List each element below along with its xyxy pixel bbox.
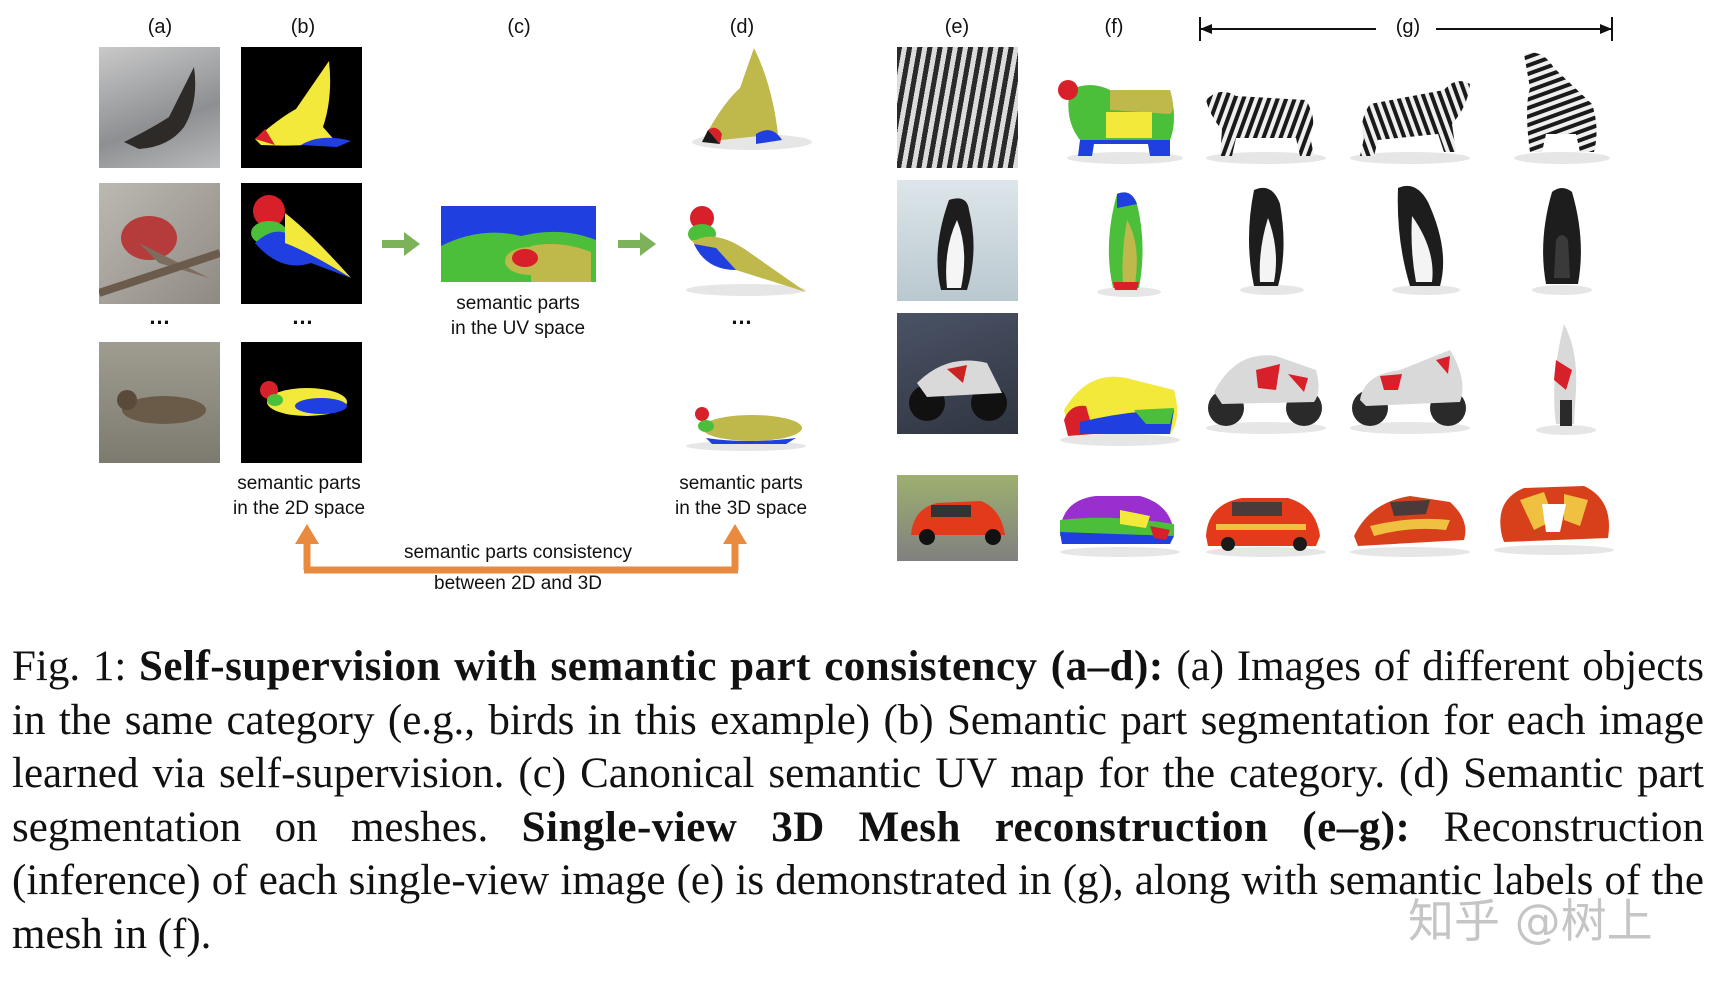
reconstruction-motorbike-2 — [1350, 350, 1470, 434]
panel-label-a: (a) — [147, 16, 173, 38]
reconstruction-motorbike-1 — [1206, 355, 1326, 434]
motorbike-photo — [897, 313, 1018, 434]
bird-photo-1 — [99, 47, 220, 168]
mesh-3d-bird-2 — [686, 206, 806, 296]
mesh-3d-bird-3 — [686, 407, 806, 451]
reconstruction-penguin-1 — [1240, 187, 1304, 295]
bird-photo-3 — [99, 342, 220, 463]
reconstruction-car-2 — [1350, 496, 1470, 557]
mesh-semantic-penguin — [1097, 192, 1161, 297]
mesh-semantic-car — [1060, 496, 1180, 557]
uv-caption-line1: semantic parts — [456, 293, 580, 314]
panel-label-d: (d) — [729, 16, 755, 38]
arrow-right-icon — [618, 232, 656, 256]
ellipsis-b: … — [291, 304, 315, 329]
seg2d-caption-line2: in the 2D space — [232, 498, 366, 519]
consistency-caption-line1: semantic parts consistency — [403, 542, 633, 563]
panel-label-g: (g) — [1395, 16, 1421, 38]
ellipsis-d: … — [730, 304, 754, 329]
caption-bold-1: Self-supervision with semantic part cons… — [139, 643, 1164, 690]
zebra-photo — [897, 47, 1018, 168]
penguin-photo — [897, 180, 1018, 301]
bird-photo-2 — [99, 183, 220, 304]
consistency-caption-line2: between 2D and 3D — [434, 573, 602, 594]
uv-caption-line2: in the UV space — [450, 318, 586, 339]
reconstruction-car-1 — [1206, 498, 1326, 557]
reconstruction-car-3 — [1494, 486, 1614, 555]
seg3d-caption-line1: semantic parts — [679, 473, 803, 494]
car-photo — [897, 475, 1018, 561]
consistency-bracket — [295, 524, 747, 574]
panel-label-c: (c) — [507, 16, 531, 38]
caption-bold-2: Single-view 3D Mesh reconstruction (e–g)… — [521, 803, 1411, 851]
reconstruction-motorbike-3 — [1536, 324, 1596, 435]
uv-map — [441, 206, 596, 282]
mesh-3d-bird-1 — [692, 48, 812, 150]
panel-label-b: (b) — [290, 16, 316, 38]
caption-text-2: Reconstruction (inference) of each singl… — [12, 803, 1705, 958]
g-span-arrow — [1199, 17, 1613, 41]
segmentation-2d-2 — [241, 183, 362, 304]
reconstruction-zebra-1 — [1206, 91, 1326, 164]
seg3d-caption-line2: in the 3D space — [674, 498, 808, 519]
segmentation-2d-1 — [241, 47, 362, 168]
arrow-right-icon — [382, 232, 420, 256]
seg2d-caption-line1: semantic parts — [237, 473, 361, 494]
segmentation-2d-3 — [241, 342, 362, 463]
mesh-semantic-motorbike — [1060, 376, 1180, 446]
caption-fig-number: Fig. 1: — [12, 643, 127, 690]
caption-text-1: (a) Images of different objects in the s… — [12, 643, 1705, 851]
reconstruction-zebra-2 — [1350, 81, 1470, 164]
panel-label-e: (e) — [944, 16, 970, 38]
reconstruction-penguin-3 — [1532, 188, 1592, 295]
panel-label-f: (f) — [1104, 16, 1124, 38]
watermark: 知乎 @树上 — [1408, 894, 1653, 948]
ellipsis-a: … — [148, 304, 172, 329]
mesh-semantic-zebra — [1058, 80, 1183, 164]
reconstruction-penguin-2 — [1392, 185, 1460, 295]
reconstruction-zebra-3 — [1514, 52, 1610, 164]
figure-caption: Fig. 1: Self-supervision with semantic p… — [12, 640, 1704, 961]
